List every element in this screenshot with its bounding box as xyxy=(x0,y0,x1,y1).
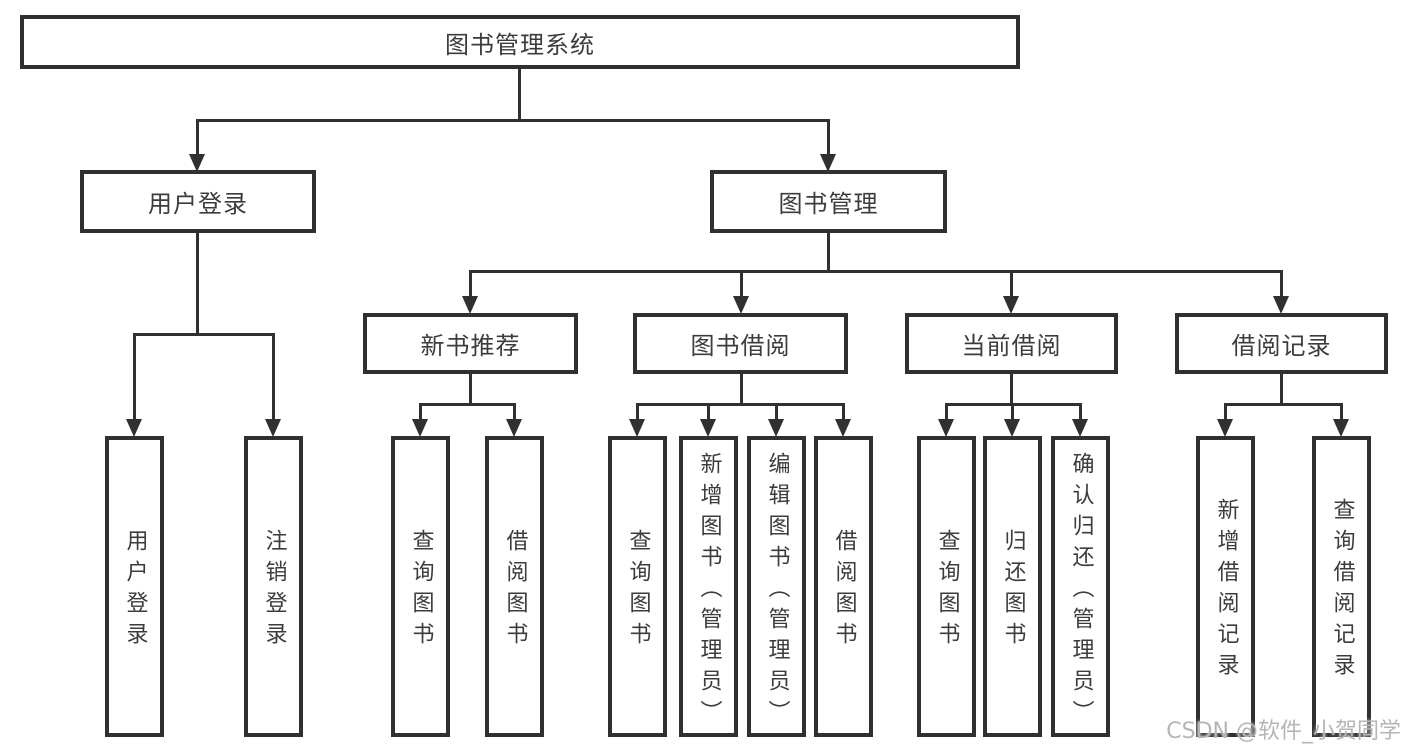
arrow-down-icon xyxy=(1072,419,1088,437)
arrow-down-icon xyxy=(629,419,645,437)
connector-line xyxy=(469,372,472,406)
connector-line xyxy=(272,333,275,421)
connector-line xyxy=(1280,270,1283,298)
arrow-down-icon xyxy=(462,296,478,314)
connector-line xyxy=(1340,403,1343,421)
connector-line xyxy=(1224,403,1227,421)
connector-line xyxy=(740,372,743,406)
connector-line xyxy=(707,403,710,421)
arrow-down-icon xyxy=(265,419,281,437)
arrow-down-icon xyxy=(938,419,954,437)
arrow-down-icon xyxy=(506,419,522,437)
connector-line xyxy=(827,231,830,273)
node-book-management: 图书管理 xyxy=(710,170,947,233)
node-borrow-records: 借阅记录 xyxy=(1175,313,1388,374)
arrow-down-icon xyxy=(1333,419,1349,437)
node-user-login: 用户登录 xyxy=(80,170,316,233)
leaf-query-books-borrow: 查询图书 xyxy=(608,436,667,737)
connector-line xyxy=(513,403,516,421)
connector-line xyxy=(1280,372,1283,406)
arrow-down-icon xyxy=(768,419,784,437)
arrow-down-icon xyxy=(733,296,749,314)
leaf-edit-books-admin: 编辑图书（管理员） xyxy=(747,436,806,737)
leaf-query-books-current: 查询图书 xyxy=(917,436,976,737)
connector-line xyxy=(740,270,743,298)
connector-line xyxy=(775,403,778,421)
leaf-add-borrow-record: 新增借阅记录 xyxy=(1196,436,1255,737)
leaf-add-books-admin: 新增图书（管理员） xyxy=(679,436,738,737)
connector-line xyxy=(196,231,199,336)
connector-line xyxy=(1224,403,1343,406)
leaf-query-books-recommend: 查询图书 xyxy=(391,436,450,737)
connector-line xyxy=(1079,403,1082,421)
csdn-watermark: CSDN @软件_小贺同学 xyxy=(1166,719,1401,744)
arrow-down-icon xyxy=(126,419,142,437)
arrow-down-icon xyxy=(1003,296,1019,314)
connector-line xyxy=(945,403,948,421)
leaf-logout: 注销登录 xyxy=(244,436,303,737)
leaf-confirm-return-admin: 确认归还（管理员） xyxy=(1051,436,1110,737)
node-book-borrow: 图书借阅 xyxy=(633,313,848,374)
connector-line xyxy=(518,66,521,120)
connector-line xyxy=(133,333,136,421)
leaf-borrow-books: 借阅图书 xyxy=(814,436,873,737)
node-current-borrow: 当前借阅 xyxy=(905,313,1118,374)
connector-line xyxy=(469,270,1283,273)
connector-line xyxy=(842,403,845,421)
connector-line xyxy=(1010,372,1013,406)
leaf-user-login: 用户登录 xyxy=(105,436,164,737)
arrow-down-icon xyxy=(1217,419,1233,437)
node-new-book-recommend: 新书推荐 xyxy=(363,313,578,374)
leaf-query-borrow-record: 查询借阅记录 xyxy=(1312,436,1371,737)
node-library-system: 图书管理系统 xyxy=(20,15,1020,69)
connector-line xyxy=(1010,270,1013,298)
connector-line xyxy=(1011,403,1014,421)
arrow-down-icon xyxy=(1004,419,1020,437)
connector-line xyxy=(827,119,830,157)
connector-line xyxy=(419,403,516,406)
connector-line xyxy=(636,403,639,421)
leaf-borrow-books-recommend: 借阅图书 xyxy=(485,436,544,737)
arrow-down-icon xyxy=(1273,296,1289,314)
arrow-down-icon xyxy=(412,419,428,437)
connector-line xyxy=(469,270,472,298)
arrow-down-icon xyxy=(835,419,851,437)
arrow-down-icon xyxy=(189,154,205,172)
connector-line xyxy=(196,119,830,122)
connector-line xyxy=(133,333,274,336)
connector-line xyxy=(196,119,199,157)
arrow-down-icon xyxy=(820,154,836,172)
connector-line xyxy=(636,403,845,406)
connector-line xyxy=(419,403,422,421)
leaf-return-books: 归还图书 xyxy=(983,436,1042,737)
arrow-down-icon xyxy=(700,419,716,437)
